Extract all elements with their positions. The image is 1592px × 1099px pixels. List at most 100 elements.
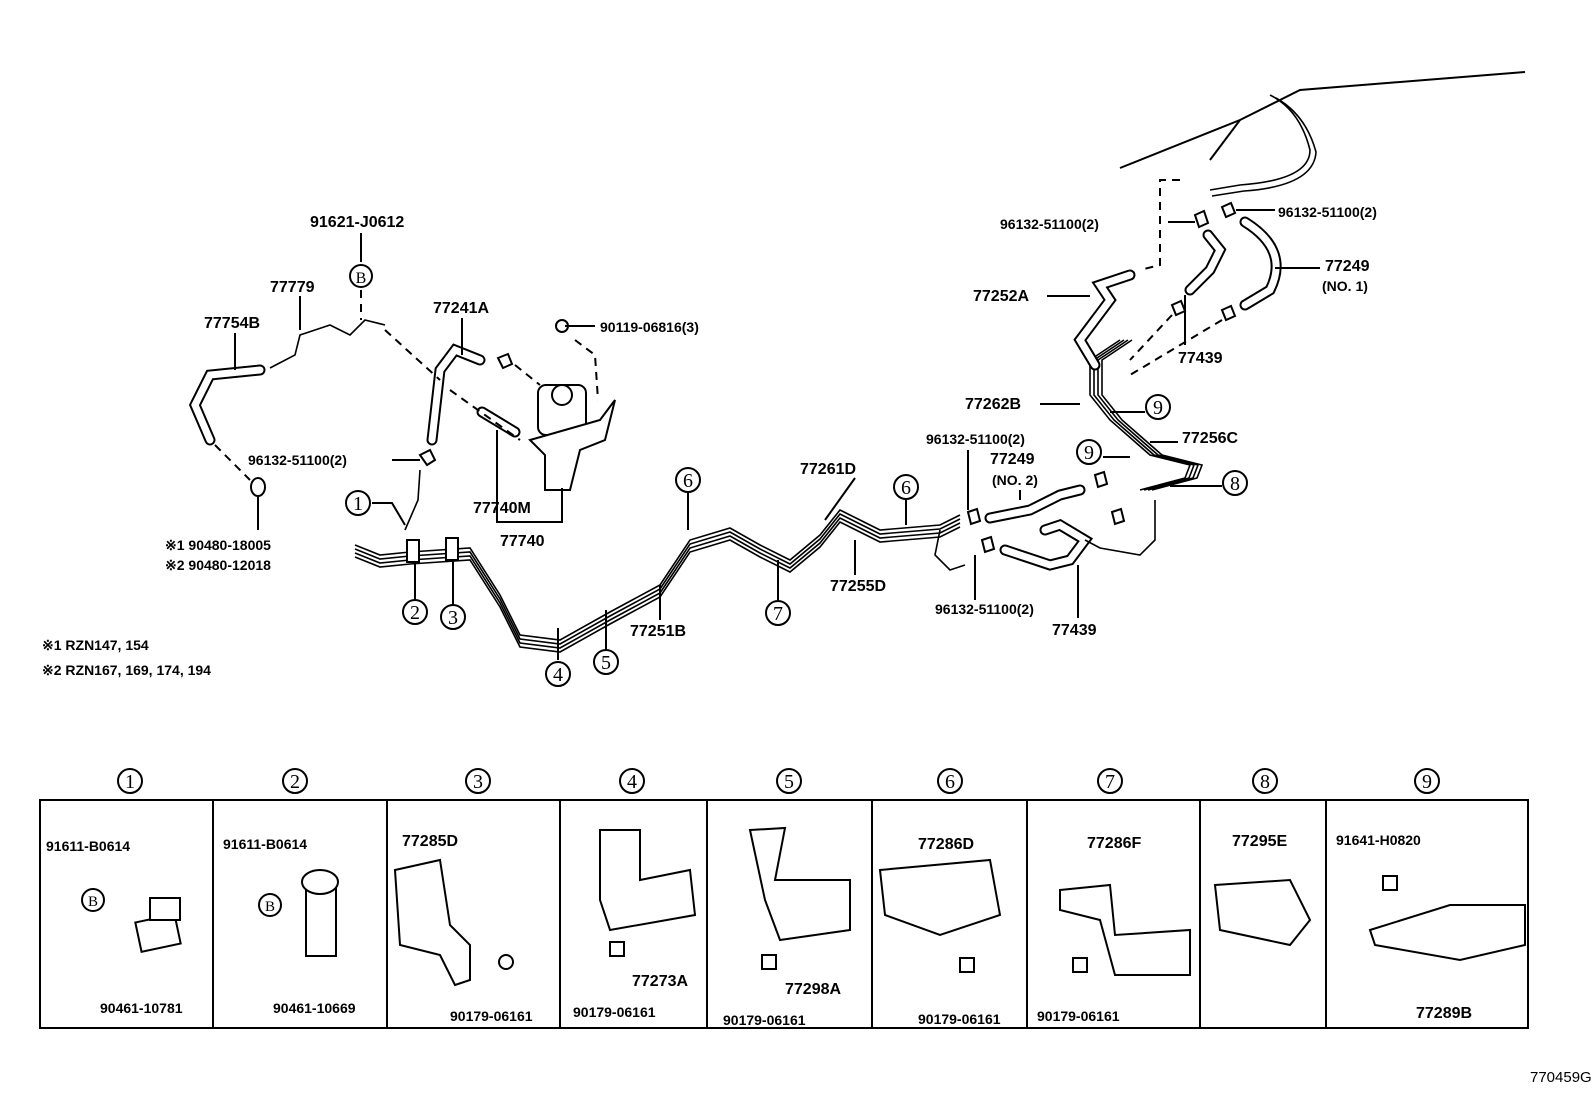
label-96132-51100-e: 96132-51100(2): [1278, 204, 1377, 220]
label-96132-51100-c: 96132-51100(2): [935, 601, 1034, 617]
panel-number-circle: [1414, 768, 1440, 794]
clamp-ref-circle: [402, 599, 428, 625]
label-77249-no2: 77249: [990, 451, 1035, 468]
panel7-label-90179: 90179-06161: [1037, 1008, 1120, 1024]
panel-number-5: 5: [784, 771, 794, 793]
clamp-ref-circle: [675, 467, 701, 493]
clamp-ref-circle: [765, 600, 791, 626]
note-2: ※2 RZN167, 169, 174, 194: [42, 662, 211, 678]
clamp-ref-6: 6: [901, 477, 911, 499]
pipe-line: [354, 516, 961, 649]
label-77256C: 77256C: [1182, 430, 1238, 447]
charcoal-canister: [528, 384, 616, 491]
label-77740: 77740: [500, 533, 545, 550]
panel-number-3: 3: [473, 771, 483, 793]
label-no2: (NO. 2): [992, 472, 1038, 488]
label-77439-a: 77439: [1052, 622, 1097, 639]
label-96132-51100-b: 96132-51100(2): [926, 431, 1025, 447]
pipe-line: [1101, 339, 1204, 491]
clamp-ref-1: 1: [353, 493, 363, 515]
label-77439-b: 77439: [1178, 350, 1223, 367]
panel1-label-90461: 90461-10781: [100, 1000, 183, 1016]
panel3-label-77285D: 77285D: [402, 833, 458, 850]
panel9-label-77289B: 77289B: [1416, 1005, 1472, 1022]
pipe-line: [1089, 339, 1192, 491]
label-77779: 77779: [270, 279, 315, 296]
upper-labels: 91621-J0612 B 77779 77754B 77241A 90119-…: [42, 204, 1377, 678]
fuel-pipe-bundle: [354, 339, 1204, 653]
panel6-label-90179: 90179-06161: [918, 1011, 1001, 1027]
panel6-label-77286D: 77286D: [918, 836, 974, 853]
clamp-ref-8: 8: [1230, 473, 1240, 495]
label-77241A: 77241A: [433, 300, 489, 317]
pipe-line: [934, 529, 966, 571]
panel1-label-91611: 91611-B0614: [46, 838, 130, 854]
pipe-line: [354, 520, 961, 653]
label-no1: (NO. 1): [1322, 278, 1368, 294]
panel-number-circle: [117, 768, 143, 794]
panel-number-7: 7: [1105, 771, 1115, 793]
clamp-ref-6: 6: [683, 470, 693, 492]
panel7-label-77286F: 77286F: [1087, 835, 1141, 852]
label-b-mark: B: [356, 270, 367, 287]
panel-number-circle: [465, 768, 491, 794]
panel-number-circle: [1097, 768, 1123, 794]
clamp-ref-9: 9: [1084, 442, 1094, 464]
diagram-id: 770459G: [1530, 1069, 1592, 1086]
pipe-line: [354, 512, 961, 645]
panel-number-4: 4: [627, 771, 637, 793]
panel-number-9: 9: [1422, 771, 1432, 793]
panel2-label-91611: 91611-B0614: [223, 836, 307, 852]
label-90480-12018: ※2 90480-12018: [165, 557, 271, 573]
label-77754B: 77754B: [204, 315, 260, 332]
clamp-ref-circle: [1076, 439, 1102, 465]
hoses: [188, 216, 1282, 571]
clamp-ref-9: 9: [1153, 397, 1163, 419]
panel2-label-90461: 90461-10669: [273, 1000, 356, 1016]
label-90480-18005: ※1 90480-18005: [165, 537, 271, 553]
clamp-ref-circle: [593, 649, 619, 675]
panel9-label-91641: 91641-H0820: [1336, 832, 1421, 848]
panel-labels: 91611-B0614 B 90461-10781 91611-B0614 B …: [46, 832, 1592, 1086]
panel1-b-mark: B: [88, 894, 98, 910]
panel3-label-90179: 90179-06161: [450, 1008, 533, 1024]
clamp-ref-circle: [893, 474, 919, 500]
clips: [250, 201, 1237, 563]
panel2-b-mark: B: [265, 899, 275, 915]
panel8-label-77295E: 77295E: [1232, 833, 1287, 850]
clamp-ref-circle: [545, 661, 571, 687]
pipe-line: [354, 508, 961, 641]
label-96132-51100: 96132-51100(2): [248, 452, 347, 468]
clamp-ref-circle: [440, 604, 466, 630]
panel-number-circle: [937, 768, 963, 794]
leader-lines: [214, 179, 1320, 660]
fuel-tank-outline: [1119, 71, 1526, 197]
label-77740M: 77740M: [473, 500, 531, 517]
clamp-ref-circle: [1145, 394, 1171, 420]
panel4-label-90179: 90179-06161: [573, 1004, 656, 1020]
label-77262B: 77262B: [965, 396, 1021, 413]
clamp-ref-3: 3: [448, 607, 458, 629]
label-77251B: 77251B: [630, 623, 686, 640]
label-77255D: 77255D: [830, 578, 886, 595]
note-1: ※1 RZN147, 154: [42, 637, 149, 653]
label-77249-no1: 77249: [1325, 258, 1370, 275]
label-96132-51100-d: 96132-51100(2): [1000, 216, 1099, 232]
panel4-label-77273A: 77273A: [632, 973, 688, 990]
panel5-label-77298A: 77298A: [785, 981, 841, 998]
label-91621-J0612: 91621-J0612: [310, 214, 404, 231]
label-90119-06816: 90119-06816(3): [600, 319, 699, 335]
panel-number-2: 2: [290, 771, 300, 793]
label-77252A: 77252A: [973, 288, 1029, 305]
panel-number-8: 8: [1260, 771, 1270, 793]
panel-number-circle: [1252, 768, 1278, 794]
panel-number-circle: [776, 768, 802, 794]
clamp-ref-circle: [345, 490, 371, 516]
panel5-label-90179: 90179-06161: [723, 1012, 806, 1028]
clamp-ref-7: 7: [773, 603, 783, 625]
clamp-ref-2: 2: [410, 602, 420, 624]
